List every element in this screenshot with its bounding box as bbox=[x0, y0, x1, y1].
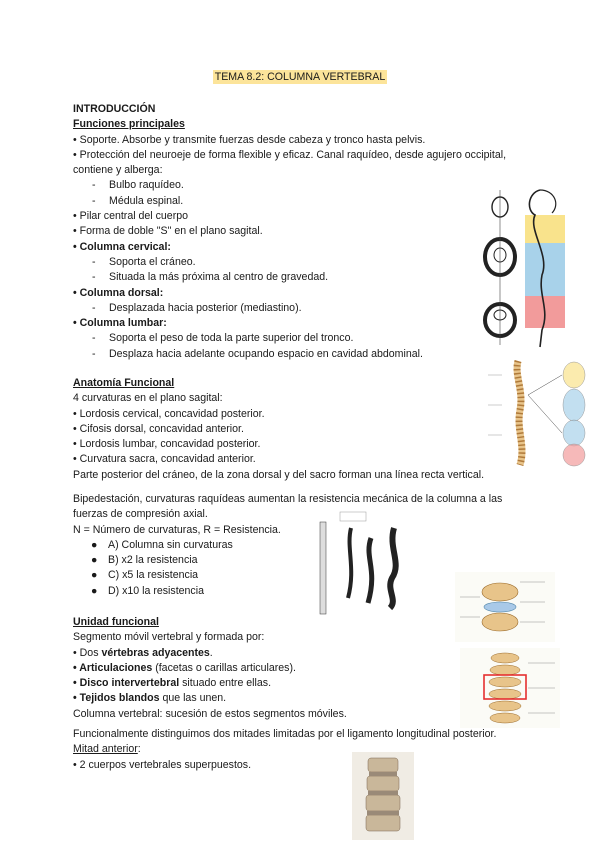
soporte-line: • Soporte. Absorbe y transmite fuerzas d… bbox=[73, 133, 426, 146]
dorsal-item-1: -Desplazada hacia posterior (mediastino)… bbox=[92, 301, 302, 314]
curvature-item-b-text: B) x2 la resistencia bbox=[108, 554, 198, 567]
page-title: TEMA 8.2: COLUMNA VERTEBRAL bbox=[0, 70, 600, 84]
unidad-line-3-post: (facetas o carillas articulares). bbox=[152, 661, 296, 674]
unidad-line-2-pre: • Dos bbox=[73, 646, 102, 659]
proteccion-line-2: contiene y alberga: bbox=[73, 164, 163, 177]
spine-segment-figure bbox=[460, 648, 560, 728]
intro-heading: INTRODUCCIÓN bbox=[73, 103, 156, 115]
anatomia-line-5: • Curvatura sacra, concavidad anterior. bbox=[73, 453, 256, 466]
unidad-line-3: • Articulaciones (facetas o carillas art… bbox=[73, 661, 533, 676]
mitad-anterior-heading-line: Mitad anterior: bbox=[73, 742, 533, 757]
intervertebral-disc bbox=[483, 601, 517, 613]
anatomia-section: Anatomía Funcional 4 curvaturas en el pl… bbox=[73, 376, 533, 483]
curvature-item-a-text: A) Columna sin curvaturas bbox=[108, 538, 233, 551]
vertebrae-marks bbox=[513, 360, 526, 467]
column-b bbox=[346, 527, 354, 599]
medula-item: -Médula espinal. bbox=[92, 194, 184, 207]
bulbo-text: Bulbo raquídeo. bbox=[109, 179, 184, 192]
unidad-line-5-post: que las unen. bbox=[159, 692, 227, 705]
vertebra-anatomy-figure bbox=[455, 572, 555, 642]
curvature-item-d-text: D) x10 la resistencia bbox=[108, 584, 204, 597]
anatomia-line-6: Parte posterior del cráneo, de la zona d… bbox=[73, 468, 485, 481]
mitades-line-1: Funcionalmente distinguimos dos mitades … bbox=[73, 728, 497, 740]
anatomia-line-3: • Cifosis dorsal, concavidad anterior. bbox=[73, 422, 244, 435]
bipedestacion-line-3: N = Número de curvaturas, R = Resistenci… bbox=[73, 523, 281, 536]
unidad-line-3-bold: • Articulaciones bbox=[73, 661, 153, 674]
curvature-comparison-figure bbox=[319, 511, 399, 615]
proteccion-line-1: • Protección del neuroeje de forma flexi… bbox=[73, 148, 507, 161]
mitad-anterior-heading: Mitad anterior bbox=[73, 743, 138, 756]
bipedestacion-line-2: fuerzas de compresión axial. bbox=[73, 508, 208, 521]
cervical-item-1: -Soporta el cráneo. bbox=[92, 255, 196, 268]
dorsal-band bbox=[525, 243, 565, 296]
s-curve-line bbox=[528, 189, 546, 348]
vertebral-bodies-figure bbox=[352, 752, 414, 840]
bipedestacion-section: Bipedestación, curvaturas raquídeas aume… bbox=[73, 492, 533, 599]
lumbar-label: • Columna lumbar: bbox=[73, 317, 167, 330]
unidad-line-1: Segmento móvil vertebral y formada por: bbox=[73, 631, 265, 644]
dorsal-text-1: Desplazada hacia posterior (mediastino). bbox=[109, 301, 302, 314]
unidad-line-4-bold: • Disco intervertebral bbox=[73, 677, 180, 690]
column-c bbox=[365, 537, 375, 604]
anatomia-heading: Anatomía Funcional bbox=[73, 377, 175, 389]
unidad-line-2: • Dos vértebras adyacentes. bbox=[73, 646, 533, 661]
unidad-line-4: • Disco intervertebral situado entre ell… bbox=[73, 676, 533, 691]
curvature-item-a: ●A) Columna sin curvaturas bbox=[91, 538, 233, 551]
lumbar-item-2: -Desplaza hacia adelante ocupando espaci… bbox=[92, 347, 423, 360]
mitad-anterior-colon: : bbox=[137, 743, 141, 756]
sacral-circle bbox=[562, 443, 586, 467]
curvature-item-c: ●C) x5 la resistencia bbox=[91, 569, 199, 582]
vertebral-bodies bbox=[365, 757, 401, 832]
bulbo-item: -Bulbo raquídeo. bbox=[92, 179, 184, 192]
cervical-band bbox=[525, 215, 565, 243]
bipedestacion-line-1: Bipedestación, curvaturas raquídeas aume… bbox=[73, 493, 503, 505]
pointer-line-1 bbox=[527, 374, 563, 396]
discs bbox=[367, 772, 399, 815]
functional-unit-highlight bbox=[483, 674, 527, 700]
functions-subheading: Funciones principales bbox=[73, 118, 185, 131]
unidad-line-5: • Tejidos blandos que las unen. bbox=[73, 691, 533, 706]
cervical-label: • Columna cervical: bbox=[73, 240, 171, 253]
lumbar-oval bbox=[562, 419, 586, 447]
dorsal-oval bbox=[562, 388, 586, 422]
anatomia-line-2: • Lordosis cervical, concavidad posterio… bbox=[73, 407, 265, 420]
unidad-line-4-post: situado entre ellas. bbox=[179, 677, 272, 690]
lumbar-text-2: Desplaza hacia adelante ocupando espacio… bbox=[109, 347, 423, 360]
vertebral-body-upper bbox=[481, 582, 519, 602]
lumbar-item-1: -Soporta el peso de toda la parte superi… bbox=[92, 332, 354, 345]
dorsal-label: • Columna dorsal: bbox=[73, 286, 164, 299]
curvature-item-b: ●B) x2 la resistencia bbox=[91, 554, 198, 567]
title-highlight: TEMA 8.2: COLUMNA VERTEBRAL bbox=[212, 70, 388, 84]
anatomia-line-1: 4 curvaturas en el plano sagital: bbox=[73, 392, 223, 405]
forma-line: • Forma de doble "S" en el plano sagital… bbox=[73, 225, 263, 238]
intro-section: INTRODUCCIÓN Funciones principales • Sop… bbox=[73, 102, 533, 362]
sagittal-spine-figure bbox=[483, 189, 565, 348]
cervical-oval bbox=[562, 361, 586, 389]
unidad-heading: Unidad funcional bbox=[73, 616, 159, 628]
column-a bbox=[319, 521, 327, 615]
anatomia-line-4: • Lordosis lumbar, concavidad posterior. bbox=[73, 438, 261, 451]
formula-box bbox=[339, 511, 367, 522]
pilar-line: • Pilar central del cuerpo bbox=[73, 210, 189, 223]
vertebral-body-lower bbox=[481, 612, 519, 632]
mitades-line-2: • 2 cuerpos vertebrales superpuestos. bbox=[73, 758, 252, 771]
pointer-line-2 bbox=[527, 394, 563, 434]
medula-text: Médula espinal. bbox=[109, 194, 184, 207]
cervical-item-2: -Situada la más próxima al centro de gra… bbox=[92, 271, 329, 284]
unidad-line-5-bold: • Tejidos blandos bbox=[73, 692, 160, 705]
spine-regions-figure bbox=[488, 360, 586, 467]
cervical-text-2: Situada la más próxima al centro de grav… bbox=[109, 271, 329, 284]
cervical-text-1: Soporta el cráneo. bbox=[109, 255, 196, 268]
curvature-item-c-text: C) x5 la resistencia bbox=[108, 569, 199, 582]
unidad-line-6: Columna vertebral: sucesión de estos seg… bbox=[73, 707, 347, 720]
mitades-section: Funcionalmente distinguimos dos mitades … bbox=[73, 727, 533, 773]
head-outline bbox=[539, 189, 557, 214]
unidad-line-2-bold: vértebras adyacentes bbox=[101, 646, 210, 659]
unidad-line-2-post: . bbox=[209, 646, 213, 659]
curvature-item-d: ●D) x10 la resistencia bbox=[91, 584, 204, 597]
column-d bbox=[387, 527, 399, 611]
lumbar-text-1: Soporta el peso de toda la parte superio… bbox=[109, 332, 354, 345]
unidad-section: Unidad funcional Segmento móvil vertebra… bbox=[73, 615, 533, 722]
